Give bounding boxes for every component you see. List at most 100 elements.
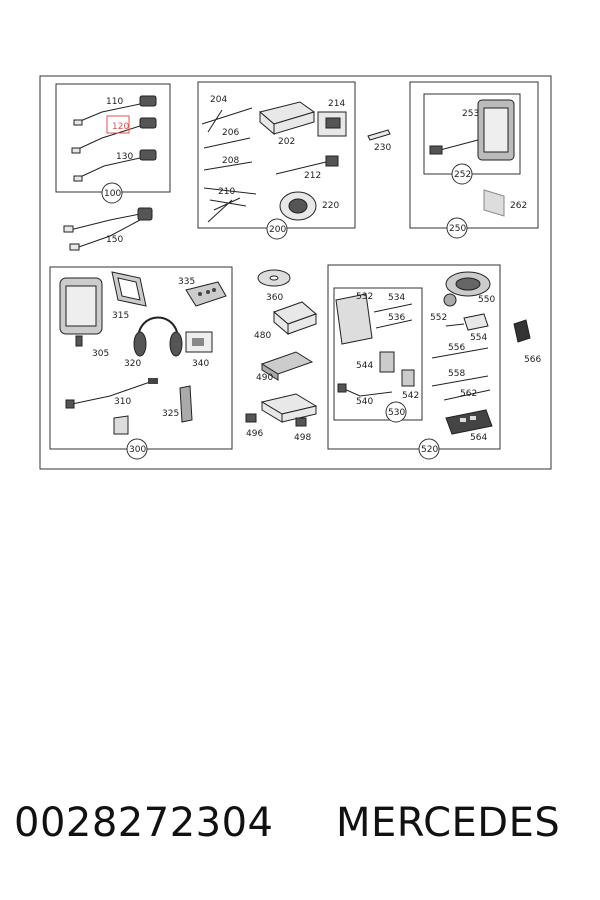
part-label-208: 208 [222,156,239,166]
speaker-220 [279,191,317,221]
part-label-206: 206 [222,128,239,138]
speaker-550 [445,271,491,297]
connector-252 [429,145,443,155]
part-label-253: 253 [462,109,479,119]
group-box-530 [333,287,423,421]
remote-335 [185,281,227,307]
usb-stick-230 [367,129,391,141]
part-label-552: 552 [430,313,447,323]
connector-566 [513,319,531,343]
footer: 0028272304 MERCEDES [0,800,600,860]
wire-536 [375,319,413,329]
part-label-305: 305 [92,349,109,359]
part-label-214: 214 [328,99,345,109]
group-bubble-520 [418,438,440,460]
part-number: 0028272304 [14,800,274,846]
cable-212 [275,155,339,175]
part-label-110: 110 [106,97,123,107]
card-498 [295,417,307,427]
cable-150 [63,207,153,251]
display-253 [477,99,515,161]
wire-558 [431,375,489,387]
frame-315 [111,271,147,307]
group-bubble-250 [446,217,468,239]
relay-542 [401,369,415,387]
part-label-556: 556 [448,343,465,353]
part-label-540: 540 [356,397,373,407]
cable-120 [71,117,157,154]
part-label-320: 320 [124,359,141,369]
part-label-544: 544 [356,361,373,371]
group-label-252: 252 [454,170,471,180]
part-label-220: 220 [322,201,339,211]
group-box-250 [409,81,539,229]
group-label-200: 200 [269,225,286,235]
part-label-230: 230 [374,143,391,153]
module-214 [317,111,347,137]
cable-310 [65,378,158,409]
part-label-536: 536 [388,313,405,323]
group-bubble-100 [101,182,123,204]
group-label-520: 520 [421,445,438,455]
headphones-320 [133,316,183,357]
cable-130 [73,149,157,182]
bracket-310 [113,415,129,435]
group-box-520 [327,264,501,450]
part-label-550: 550 [478,295,495,305]
part-label-310: 310 [114,397,131,407]
part-label-532: 532 [356,292,373,302]
module-202 [258,101,316,136]
part-label-202: 202 [278,137,295,147]
part-label-564: 564 [470,433,487,443]
group-label-250: 250 [449,224,466,234]
group-bubble-200 [266,218,288,240]
part-label-490: 490 [256,373,273,383]
film-262 [483,189,505,217]
part-label-566: 566 [524,355,541,365]
group-bubble-252 [451,163,473,185]
part-label-325: 325 [162,409,179,419]
part-label-558: 558 [448,369,465,379]
module-496 [245,393,318,423]
module-554 [445,313,489,331]
tweeter-552 [443,293,457,307]
wire-210 [203,187,257,223]
wire-208 [203,161,253,171]
group-bubble-530 [385,401,407,423]
part-label-130: 130 [116,152,133,162]
part-label-335: 335 [178,277,195,287]
part-label-210: 210 [218,187,235,197]
part-label-360: 360 [266,293,283,303]
unit-480 [273,301,317,336]
part-label-315: 315 [112,311,129,321]
group-label-100: 100 [104,189,121,199]
part-label-562: 562 [460,389,477,399]
wire-562 [443,389,491,401]
part-label-150: 150 [106,235,123,245]
wire-556 [431,347,489,359]
part-label-262: 262 [510,201,527,211]
cable-540 [337,383,393,397]
part-label-554: 554 [470,333,487,343]
part-label-204: 204 [210,95,227,105]
highlight-box-120 [106,115,130,134]
book-490 [260,351,314,381]
part-label-496: 496 [246,429,263,439]
part-label-120: 120 [112,122,129,132]
group-bubble-300 [126,438,148,460]
cable-110 [73,95,157,126]
part-label-498: 498 [294,433,311,443]
manual-340 [185,331,213,353]
part-label-542: 542 [402,391,419,401]
wire-534 [373,303,413,313]
group-label-530: 530 [388,408,405,418]
brand-name: MERCEDES [336,800,561,846]
wire-206 [203,137,251,149]
connector-544 [379,351,395,373]
part-label-534: 534 [388,293,405,303]
module-532 [335,293,373,345]
part-label-480: 480 [254,331,271,341]
part-label-212: 212 [304,171,321,181]
plug-325 [179,385,193,423]
